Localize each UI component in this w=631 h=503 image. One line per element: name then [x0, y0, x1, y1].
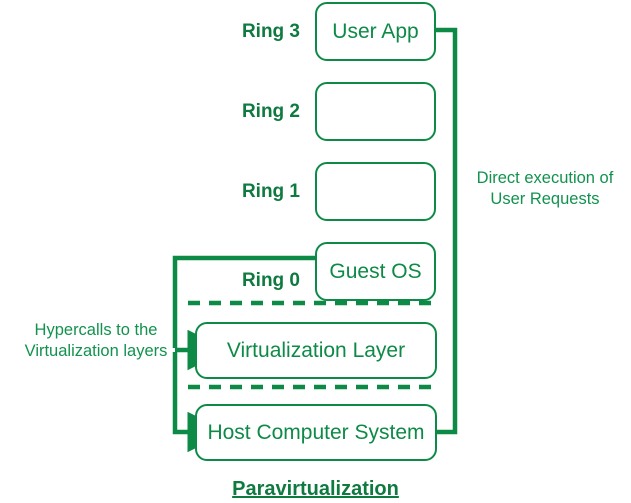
box-guest-os-label: Guest OS	[329, 259, 422, 283]
box-user-app[interactable]: User App	[315, 2, 436, 61]
annotation-hypercalls: Hypercalls to the Virtualization layers	[4, 320, 188, 362]
box-ring1-empty[interactable]	[315, 162, 436, 221]
ring-label-3: Ring 3	[241, 21, 300, 42]
box-virtualization-layer-label: Virtualization Layer	[226, 338, 406, 362]
box-host-computer-system[interactable]: Host Computer System	[195, 404, 437, 461]
box-guest-os[interactable]: Guest OS	[315, 242, 436, 301]
box-user-app-label: User App	[332, 19, 419, 43]
annotation-direct-execution-line2: User Requests	[490, 190, 600, 209]
annotation-direct-execution-line1: Direct execution of	[476, 169, 614, 187]
ring-label-2: Ring 2	[241, 101, 300, 122]
box-ring2-empty[interactable]	[315, 82, 436, 141]
annotation-hypercalls-line2: Virtualization layers	[24, 342, 168, 361]
annotation-hypercalls-line1: Hypercalls to the	[34, 321, 158, 339]
direct-execution-connector	[393, 27, 458, 453]
annotation-direct-execution: Direct execution of User Requests	[462, 168, 628, 210]
box-virtualization-layer[interactable]: Virtualization Layer	[195, 322, 437, 379]
diagram-caption: Paravirtualization	[232, 478, 399, 500]
box-host-computer-system-label: Host Computer System	[207, 420, 425, 444]
ring-label-1: Ring 1	[241, 181, 300, 202]
ring-label-0: Ring 0	[241, 270, 300, 291]
hypercall-arrow-host	[172, 352, 228, 453]
ring0-bracket-top	[172, 255, 315, 348]
